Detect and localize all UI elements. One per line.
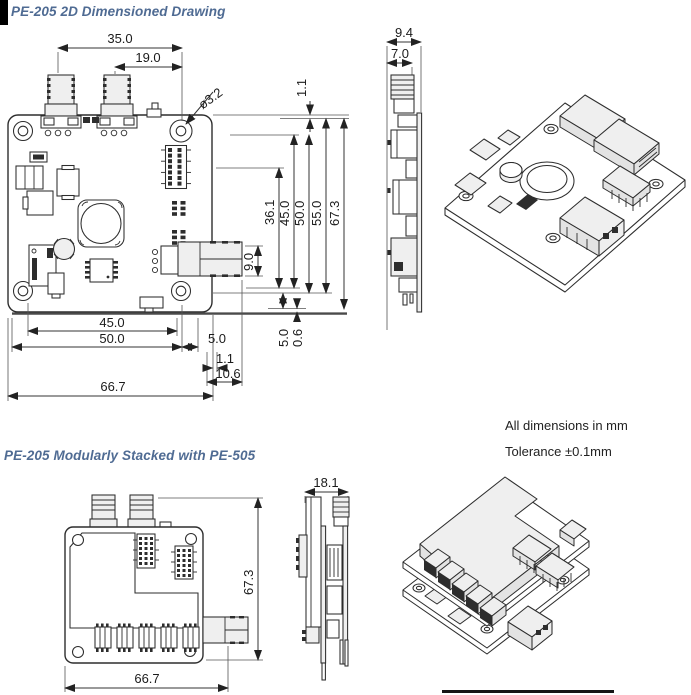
mounting-hole-tl <box>12 120 34 142</box>
dim-label-stacked-67-3: 67.3 <box>241 570 256 595</box>
iso-mounting-holes <box>458 123 664 244</box>
smd-pad-group-1 <box>172 201 186 216</box>
dim-depth-total: 9.4 <box>386 25 422 330</box>
stacked-side-view: 18.1 <box>296 475 350 681</box>
dim-label-9-4: 9.4 <box>395 25 413 40</box>
pin-header <box>161 144 191 190</box>
iso-bnc-2 <box>593 118 660 176</box>
ic-pins <box>85 261 118 279</box>
iso-front-connector <box>559 196 625 257</box>
iso-view-stacked <box>402 476 590 655</box>
dim-label-1-1-bottom: 1.1 <box>216 351 234 366</box>
dim-label-5-bottom: 5.0 <box>208 331 226 346</box>
note-tolerance: Tolerance ±0.1mm <box>505 444 612 459</box>
right-angle-connector <box>151 241 243 277</box>
section-title-top: PE-205 2D Dimensioned Drawing <box>11 4 226 19</box>
iso2-header-1 <box>512 534 552 573</box>
iso2-front-connector <box>507 605 553 651</box>
dim-vertical-chain: 36.1 45.0 50.0 55.0 67.3 <box>213 117 348 310</box>
iso-view-single <box>444 94 686 293</box>
dim-label-50h: 50.0 <box>99 331 124 346</box>
dim-stacked-width: 66.7 <box>64 646 229 692</box>
terminal-block <box>182 623 200 652</box>
dim-label-55: 55.0 <box>309 201 324 226</box>
drawing-notes: All dimensions in mm Tolerance ±0.1mm <box>505 413 628 465</box>
side-profile <box>387 74 423 313</box>
terminal-block <box>116 623 134 652</box>
stacked-right-connector <box>202 616 249 644</box>
dim-label-9-0: 9.0 <box>241 253 256 271</box>
dim-connector-height: 9.0 <box>241 245 263 277</box>
dim-label-36-1: 36.1 <box>262 200 277 225</box>
dim-label-45h: 45.0 <box>99 315 124 330</box>
dim-label-1-1-top: 1.1 <box>294 79 309 97</box>
terminal-block <box>138 623 156 652</box>
iso2-bottom-part-2 <box>447 607 472 625</box>
bnc-connector-2 <box>96 74 138 137</box>
note-units: All dimensions in mm <box>505 418 628 433</box>
mounting-hole-bl <box>12 280 34 302</box>
terminal-block <box>94 623 112 652</box>
iso2-bottom-board-holes <box>412 575 570 634</box>
stacked-front-view: 67.3 66.7 <box>64 494 263 692</box>
iso-small-components <box>454 129 538 214</box>
dim-label-67-3: 67.3 <box>327 201 342 226</box>
dim-label-10-6: 10.6 <box>215 366 240 381</box>
dim-bottom-chain: 45.0 50.0 5.0 1.1 10.6 66.7 <box>7 280 243 401</box>
side-view: 9.4 7.0 <box>386 25 423 330</box>
top-edge-components <box>83 102 162 123</box>
dim-label-66-7: 66.7 <box>100 379 125 394</box>
dim-label-18-1: 18.1 <box>313 475 338 490</box>
mounting-hole-tr <box>169 119 193 143</box>
bnc-connector-1 <box>40 74 82 137</box>
dim-bnc2-x: 19.0 <box>114 50 183 74</box>
dim-label-35: 35.0 <box>107 31 132 46</box>
top-view: 35.0 19.0 ø3.2 1.1 <box>7 31 349 401</box>
corner-bar <box>0 0 8 25</box>
iso2-header-2 <box>535 552 575 591</box>
dim-label-stacked-66-7: 66.7 <box>134 671 159 686</box>
dim-right-bottom: 5.0 0.6 <box>268 292 306 347</box>
board-components <box>15 151 164 313</box>
iso-capacitor <box>499 161 523 183</box>
stacked-bnc-1 <box>89 494 118 529</box>
dim-edge-offset-top: 1.1 <box>213 79 349 132</box>
iso2-terminal-cubes <box>423 548 507 627</box>
stacked-upper-board-outline <box>69 532 199 629</box>
dim-label-45v: 45.0 <box>277 201 292 226</box>
stacked-bnc-2 <box>127 494 156 529</box>
iso-pin-header <box>602 165 651 211</box>
dim-stacked-height: 67.3 <box>158 497 263 661</box>
dim-label-0-6: 0.6 <box>290 329 305 347</box>
stacked-terminal-row <box>94 623 200 652</box>
iso-inductor <box>519 161 575 201</box>
section-title-bottom: PE-205 Modularly Stacked with PE-505 <box>4 448 256 463</box>
stacked-side-profile <box>296 496 350 681</box>
stacked-header-2 <box>171 545 197 580</box>
dim-label-7-0: 7.0 <box>391 46 409 61</box>
page-border-line <box>442 690 614 693</box>
dim-label-50v: 50.0 <box>292 201 307 226</box>
terminal-block <box>160 623 178 652</box>
stacked-header-1 <box>133 533 159 569</box>
dim-label-19: 19.0 <box>135 50 160 65</box>
mounting-hole-br <box>170 280 192 302</box>
dim-label-5-right: 5.0 <box>276 329 291 347</box>
iso2-right-edge-part <box>559 519 587 547</box>
